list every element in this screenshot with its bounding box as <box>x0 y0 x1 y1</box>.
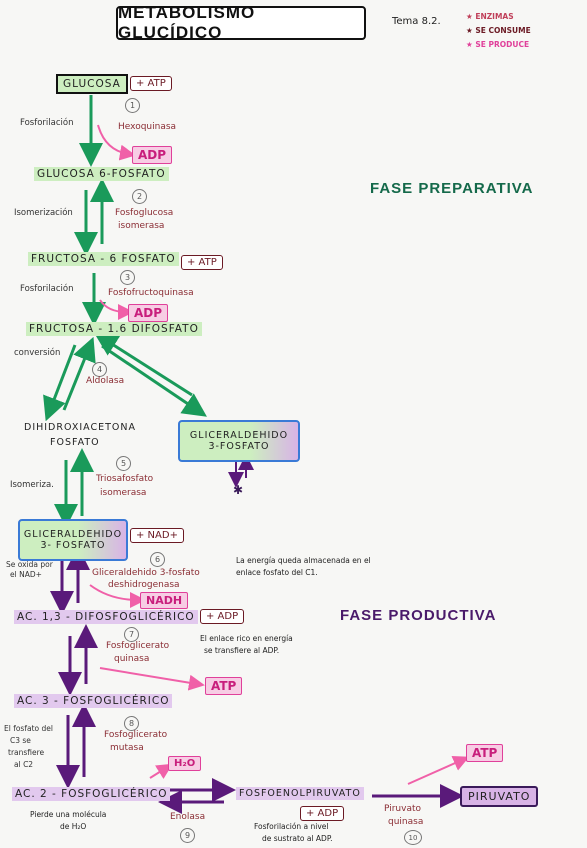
note-sustrato-line1: Fosforilación a nivel <box>254 822 329 831</box>
consumed-nad: + NAD+ <box>130 528 184 543</box>
molecule-f6p: FRUCTOSA - 6 FOSFATO <box>28 252 179 266</box>
arrow-atp2 <box>407 755 470 785</box>
enzyme-fosfoglicerato-quinasa-line1: Fosfoglicerato <box>106 641 170 651</box>
note-agua-line1: Pierde una molécula <box>30 810 107 819</box>
label-isomeriza: Isomeriza. <box>10 480 54 490</box>
molecule-g3p-right-line1: GLICERALDEHIDO <box>189 430 289 441</box>
produced-adp-1: ADP <box>132 146 173 164</box>
molecule-13bpg: AC. 1,3 - DIFOSFOGLICÉRICO <box>14 610 198 624</box>
enzyme-g3p-deshidrogenasa-line1: Gliceraldehido 3-fosfato <box>92 568 200 578</box>
phase-productiva: FASE PRODUCTIVA <box>340 607 497 624</box>
consumed-atp-1: + ATP <box>130 76 172 91</box>
produced-nadh: NADH <box>140 592 189 609</box>
legend-enzymes-text: ENZIMAS <box>475 12 514 21</box>
produced-atp-2: ATP <box>466 744 504 762</box>
note-agua-line2: de H₂O <box>60 822 87 831</box>
molecule-g3p-left-line2: 3- FOSFATO <box>40 540 106 551</box>
note-enlace-line1: El enlace rico en energía <box>200 634 293 643</box>
enzyme-isomerasa-1: isomerasa <box>118 221 165 231</box>
arrow-step4-g3p-up <box>93 332 193 397</box>
enzyme-fosfofructoquinasa: Fosfofructoquinasa <box>108 288 194 298</box>
molecule-pep: FOSFOENOLPIRUVATO <box>236 787 364 800</box>
arrow-adp2 <box>99 299 134 320</box>
enzyme-isomerasa-2: isomerasa <box>100 488 147 498</box>
label-oxida-line2: el NAD+ <box>10 570 42 579</box>
step-1-badge: 1 <box>125 98 140 113</box>
step-7-badge: 7 <box>124 627 139 642</box>
enzyme-piruvato-quinasa-line1: Piruvato <box>384 804 422 814</box>
note-sustrato-line2: de sustrato al ADP. <box>262 834 333 843</box>
enzyme-aldolasa: Aldolasa <box>86 376 125 386</box>
note-energia-line1: La energía queda almacenada en el <box>236 556 371 565</box>
enzyme-enolasa: Enolasa <box>170 812 206 822</box>
step-2-badge: 2 <box>132 189 147 204</box>
legend-consumed-text: SE CONSUME <box>475 26 531 35</box>
tema-label: Tema 8.2. <box>392 16 441 27</box>
produced-h2o: H₂O <box>168 756 202 771</box>
arrow-h2o <box>149 763 173 780</box>
label-fosfato-line4: al C2 <box>14 760 34 769</box>
phase-preparativa: FASE PREPARATIVA <box>370 180 534 197</box>
enzyme-fosfoglucosa: Fosfoglucosa <box>115 208 174 218</box>
molecule-3pg: AC. 3 - FOSFOGLICÉRICO <box>14 694 173 708</box>
enzyme-fosfoglicerato-quinasa-line2: quinasa <box>114 654 150 664</box>
enzyme-hexoquinasa: Hexoquinasa <box>118 122 177 132</box>
label-fosfato-line3: transfiere <box>8 748 45 757</box>
arrow-step4-dhap-down <box>43 344 77 422</box>
label-conversion: conversión <box>14 348 61 358</box>
label-oxida-line1: Se oxida por <box>6 560 53 569</box>
enzyme-g3p-deshidrogenasa-line2: deshidrogenasa <box>108 580 180 590</box>
molecule-2pg: AC. 2 - FOSFOGLICÉRICO <box>12 787 171 801</box>
step-8-badge: 8 <box>124 716 139 731</box>
molecule-glucosa: GLUCOSA <box>56 74 128 94</box>
step-9-badge: 9 <box>180 828 195 843</box>
produced-atp-1: ATP <box>205 677 243 695</box>
arrow-step4-g3p-down <box>101 344 207 417</box>
enzyme-triosafosfato: Triosafosfato <box>96 474 154 484</box>
molecule-g3p-left-line1: GLICERALDEHIDO <box>23 529 123 540</box>
enzyme-fosfoglicerato-mutasa-line1: Fosfoglicerato <box>104 730 168 740</box>
legend-produced: ★ SE PRODUCE <box>466 40 530 49</box>
molecule-piruvato: PIRUVATO <box>460 786 539 807</box>
consumed-adp-1: + ADP <box>200 609 245 624</box>
arrow-adp1 <box>97 124 136 161</box>
note-enlace-line2: se transfiere al ADP. <box>204 646 280 655</box>
star-icon: ✱ <box>233 483 244 497</box>
consumed-atp-2: + ATP <box>181 255 223 270</box>
label-fosforilacion-1: Fosforilación <box>20 118 74 128</box>
enzyme-fosfoglicerato-mutasa-line2: mutasa <box>110 743 144 753</box>
label-fosforilacion-2: Fosforilación <box>20 284 74 294</box>
arrow-nadh <box>89 584 146 608</box>
molecule-g6p: GLUCOSA 6-FOSFATO <box>34 167 169 181</box>
legend-consumed: ★ SE CONSUME <box>466 26 531 35</box>
molecule-g3p-left: GLICERALDEHIDO 3- FOSFATO <box>18 519 128 561</box>
label-isomerizacion: Isomerización <box>14 208 73 218</box>
molecule-dhap-line2: FOSFATO <box>50 437 100 448</box>
molecule-g3p-right: GLICERALDEHIDO 3-FOSFATO <box>178 420 300 462</box>
step-3-badge: 3 <box>120 270 135 285</box>
arrow-atp1 <box>99 667 205 691</box>
molecule-f16dp: FRUCTOSA - 1.6 DIFOSFATO <box>26 322 202 336</box>
produced-adp-2: ADP <box>128 304 169 322</box>
label-fosfato-line1: El fosfato del <box>4 724 53 733</box>
step-4-badge: 4 <box>92 362 107 377</box>
enzyme-piruvato-quinasa-line2: quinasa <box>388 817 424 827</box>
label-fosfato-line2: C3 se <box>10 736 31 745</box>
step-10-badge: 10 <box>404 830 422 845</box>
molecule-dhap-line1: DIHIDROXIACETONA <box>24 422 137 433</box>
legend-enzymes: ★ ENZIMAS <box>466 12 514 21</box>
step-5-badge: 5 <box>116 456 131 471</box>
step-6-badge: 6 <box>150 552 165 567</box>
page-title: METABOLISMO GLUCÍDICO <box>116 3 366 42</box>
consumed-adp-2: + ADP <box>300 806 345 821</box>
arrow-step4-dhap-up <box>62 336 96 411</box>
note-energia-line2: enlace fosfato del C1. <box>236 568 318 577</box>
legend-produced-text: SE PRODUCE <box>475 40 530 49</box>
molecule-g3p-right-line2: 3-FOSFATO <box>208 441 270 452</box>
